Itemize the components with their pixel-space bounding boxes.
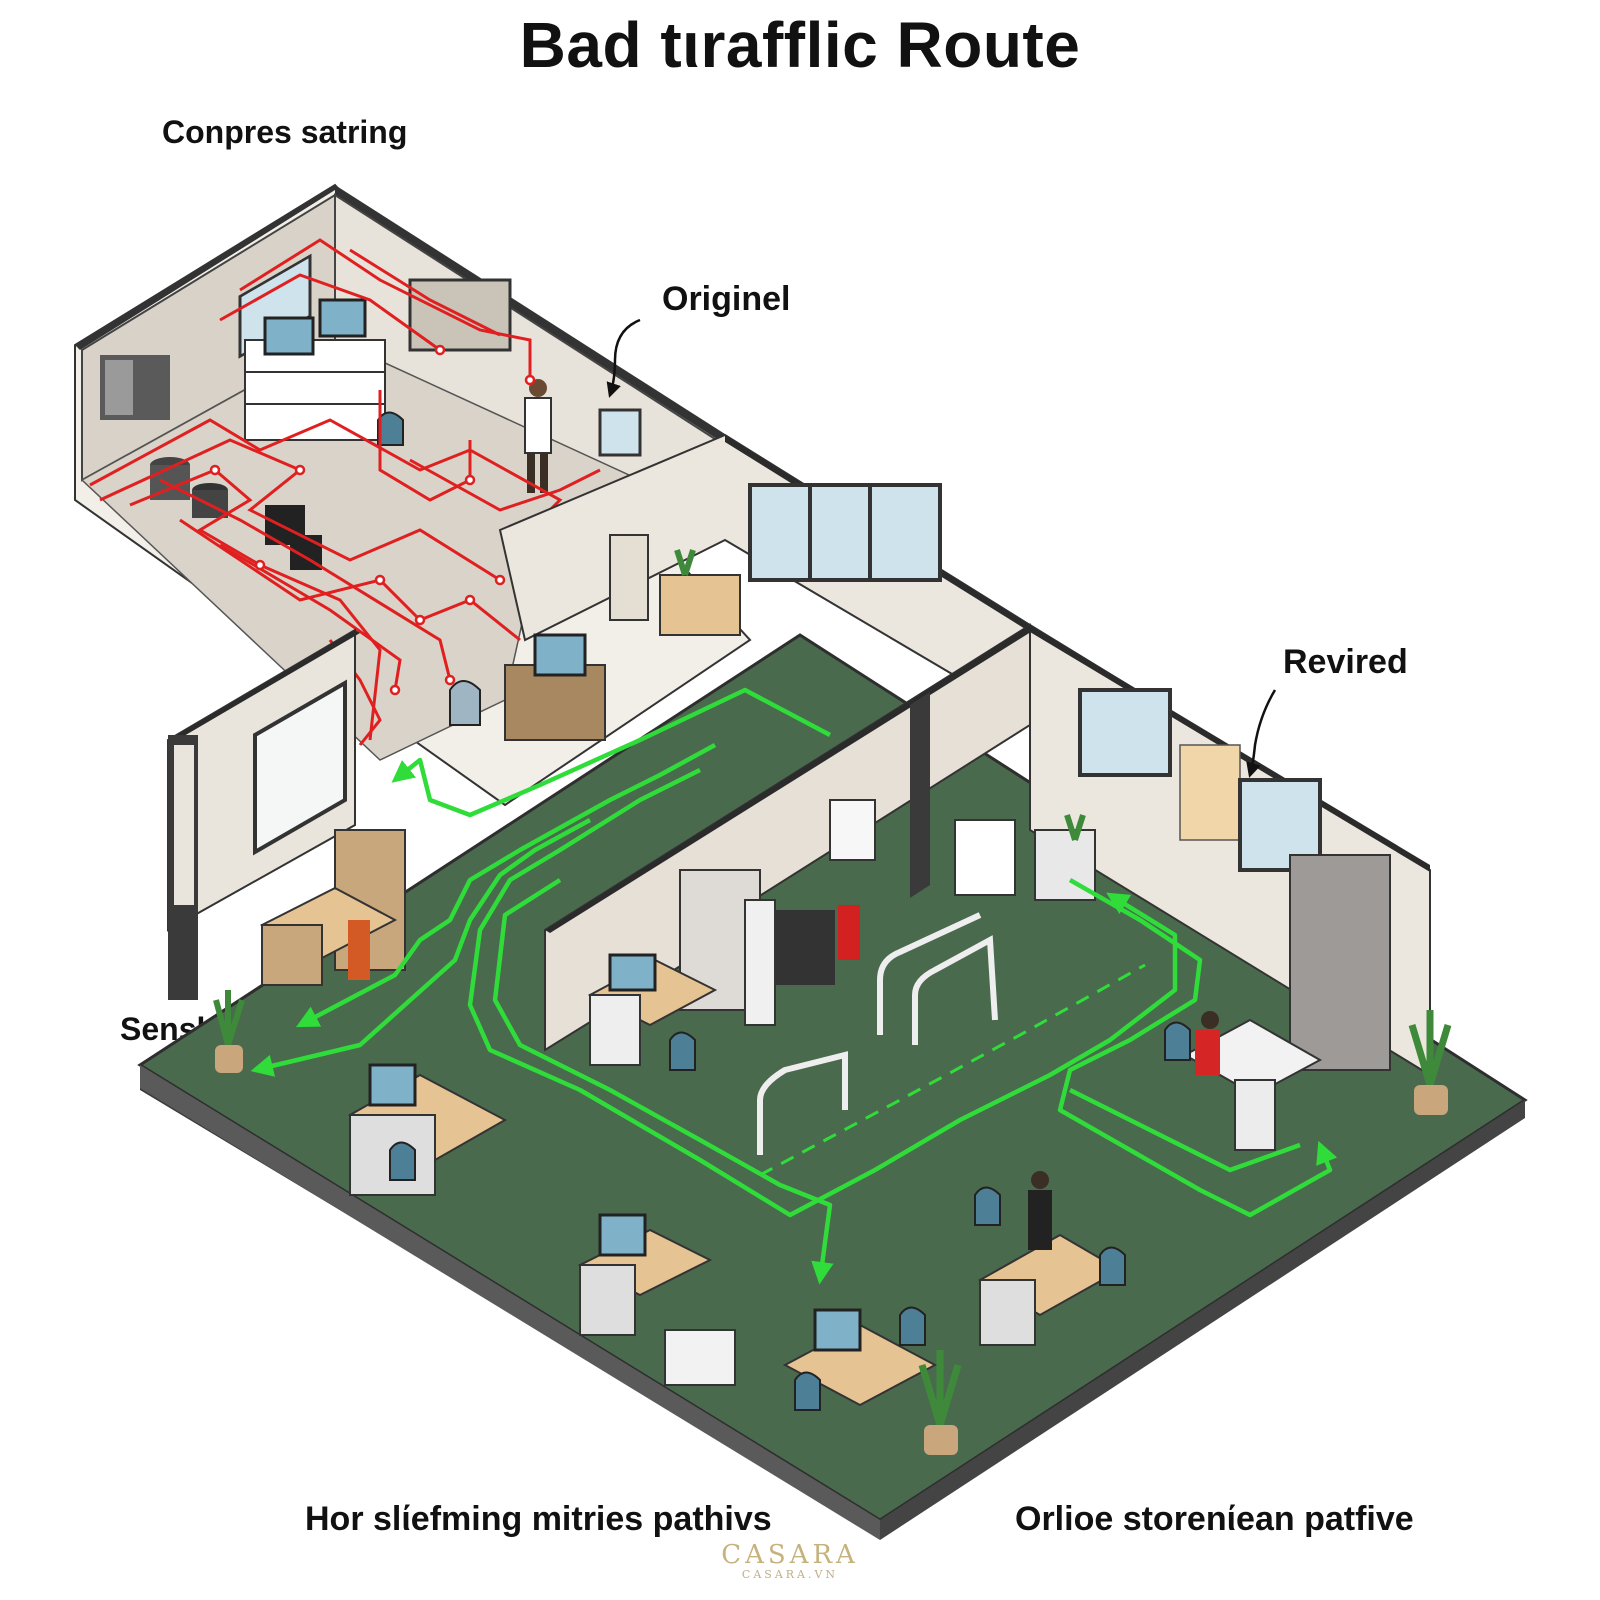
label-revised: Revired (1283, 643, 1408, 681)
label-top-left: Conpres satring (162, 114, 408, 150)
label-bottom-left: Hor slίefming mitries pathivs (305, 1500, 772, 1538)
good-route-dashes (759, 963, 1146, 1177)
bad-route-lines (89, 238, 601, 746)
watermark: CASARA CASARA.VN (720, 1542, 860, 1581)
main-floor (137, 633, 1528, 1540)
partition-walls (167, 433, 1431, 1077)
bad-route-nodes (209, 344, 536, 696)
watermark-brand: CASARA (721, 1540, 859, 1570)
page-title: Bad tιrafflic Route (519, 9, 1081, 81)
label-bottom-right: Orlioe storenίean patfive (1015, 1500, 1414, 1538)
furniture (213, 549, 1452, 1455)
callout-arrows (606, 318, 1277, 778)
good-route-lines (250, 687, 1338, 1285)
label-original: Originel (662, 280, 791, 318)
watermark-url: CASARA.VN (741, 1568, 839, 1581)
